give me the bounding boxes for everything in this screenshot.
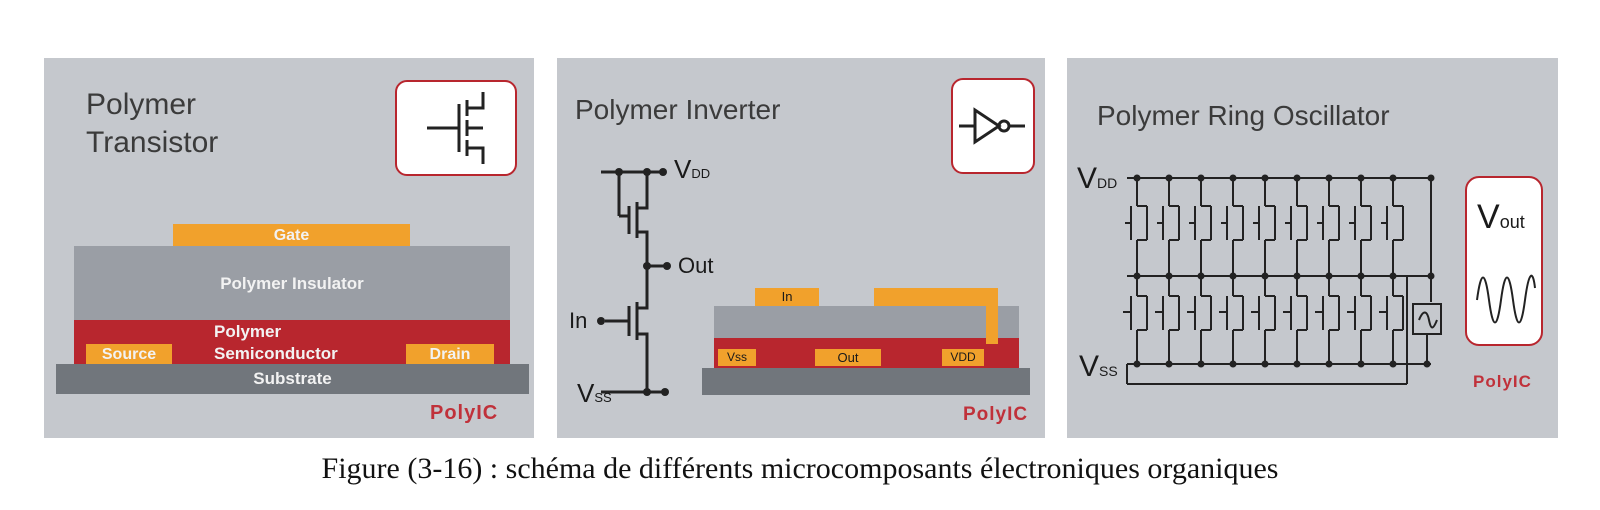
inverter-title: Polymer Inverter: [575, 94, 781, 125]
vout-box: Vout: [1465, 176, 1543, 346]
vout-main-text: V: [1477, 198, 1500, 236]
polyic-logo: PolyIC: [430, 402, 499, 424]
insulator-layer: [74, 246, 510, 320]
inverter-vdd-label: VDD: [674, 154, 710, 185]
ring-vdd-main-text: V: [1077, 162, 1098, 195]
ring-oscillator-panel: Polymer Ring Oscillator VDD VSS Vout Pol…: [1067, 58, 1558, 438]
vdd-sub-text: DD: [691, 166, 711, 181]
layout-in-electrode: [755, 288, 819, 306]
source-label: Source: [101, 346, 157, 363]
layout-in-label: In: [781, 289, 793, 304]
ring-vss-sub-text: SS: [1099, 363, 1118, 379]
layout-vdd-electrode: [942, 349, 984, 366]
vout-sub-text: out: [1499, 212, 1525, 232]
layout-vss-label: Vss: [726, 350, 747, 364]
substrate-layer: [56, 364, 529, 394]
ring-vss-main-text: V: [1079, 350, 1100, 383]
inverter-schematic: [597, 168, 671, 396]
source-electrode: [86, 344, 172, 366]
gate-label: Gate: [273, 227, 310, 244]
semiconductor-label-line1: Polymer: [214, 322, 282, 341]
ring-vdd-sub-text: DD: [1097, 175, 1118, 191]
figure-caption: Figure (3-16) : schéma de différents mic…: [321, 452, 1279, 485]
inverter-symbol-icon: [959, 107, 1025, 145]
layout-vdd-label: VDD: [950, 350, 976, 364]
layout-gate-connector: [986, 304, 998, 344]
inverter-symbol-box: [951, 78, 1035, 174]
semiconductor-label-line2: Semiconductor: [214, 344, 338, 363]
layout-vss-electrode: [718, 349, 756, 366]
layout-gate-electrode: [874, 288, 998, 306]
substrate-label: Substrate: [253, 369, 332, 388]
transistor-panel: Polymer Transistor Gate Polymer Insulato…: [44, 58, 534, 438]
layout-out-label: Out: [837, 350, 859, 365]
transistor-title-line1: Polymer: [86, 88, 197, 121]
inverter-panel: Polymer Inverter: [557, 58, 1045, 438]
ring-oscillator-schematic: [1123, 174, 1442, 385]
inverter-vss-label: VSS: [577, 378, 612, 409]
drain-label: Drain: [429, 346, 471, 363]
gate-layer: [173, 224, 410, 246]
insulator-label: Polymer Insulator: [220, 274, 364, 293]
ring-oscillator-title: Polymer Ring Oscillator: [1097, 100, 1390, 131]
vdd-main-text: V: [674, 154, 692, 184]
vss-main-text: V: [577, 378, 595, 408]
transistor-symbol-icon: [427, 92, 485, 164]
vout-label: Vout: [1477, 198, 1525, 237]
polyic-logo: PolyIC: [963, 404, 1029, 425]
layout-out-electrode: [815, 349, 881, 366]
polyic-logo: PolyIC: [1473, 372, 1532, 391]
transistor-title-line2: Transistor: [86, 126, 219, 159]
ring-vdd-label: VDD: [1077, 162, 1117, 196]
layout-substrate: [702, 368, 1030, 395]
transistor-symbol-box: [395, 80, 517, 176]
sine-wave-icon: [1476, 274, 1536, 324]
layout-insulator: [714, 306, 1019, 338]
vss-sub-text: SS: [594, 390, 612, 405]
inverter-in-label: In: [569, 308, 588, 333]
ring-vss-label: VSS: [1079, 350, 1118, 384]
inverter-out-label: Out: [678, 253, 714, 278]
drain-electrode: [406, 344, 494, 366]
